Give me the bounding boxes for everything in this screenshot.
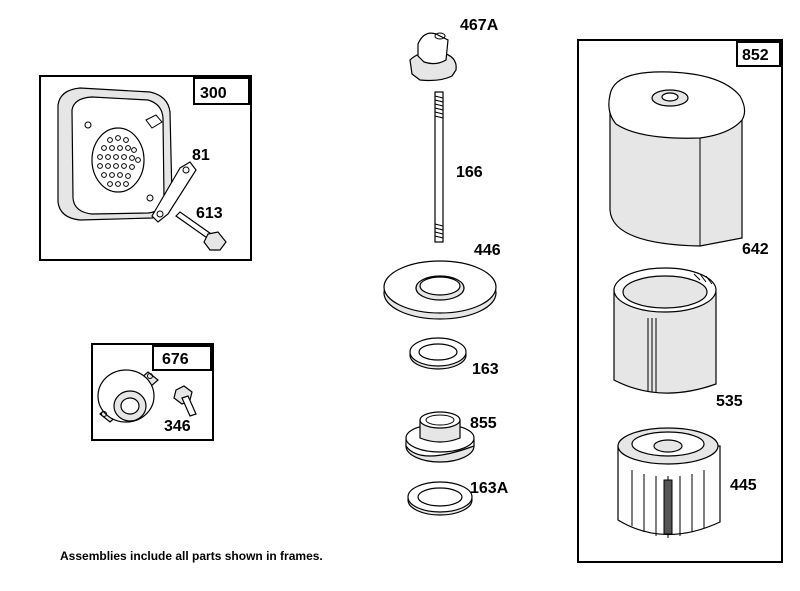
pre-cleaner-icon — [613, 267, 717, 394]
cartridge-icon — [617, 427, 721, 538]
knob-icon — [409, 32, 457, 82]
cartridge-number: 445 — [730, 477, 757, 494]
screw-muffler-number: 613 — [196, 205, 223, 222]
screw-cover-number: 346 — [164, 418, 191, 435]
base-plate-icon — [383, 260, 497, 320]
screw-muffler-icon — [175, 211, 227, 251]
air-cleaner-assembly-number: 852 — [742, 47, 769, 64]
cover-number: 642 — [742, 241, 769, 258]
seal-number: 163 — [472, 361, 499, 378]
muffler-holes — [97, 135, 141, 187]
stud-icon — [434, 91, 444, 243]
guard-bracket-number: 81 — [192, 147, 210, 164]
seal-lower-number: 163A — [470, 480, 509, 497]
adapter-icon — [405, 411, 475, 463]
muffler-icon — [57, 87, 173, 221]
knob-number: 467A — [460, 17, 499, 34]
muffler-assembly-frame: 300 81 — [39, 75, 252, 261]
adapter-number: 855 — [470, 415, 497, 432]
pre-cleaner-number: 535 — [716, 393, 743, 410]
air-cleaner-assembly-frame: 852 642 535 445 — [577, 39, 783, 563]
cover-assembly-number: 676 — [162, 351, 189, 368]
seal-icon — [409, 337, 467, 370]
cover-assembly-frame: 676 346 — [91, 343, 214, 441]
cover-icon — [608, 71, 746, 247]
muffler-assembly-number: 300 — [200, 85, 227, 102]
footer-note: Assemblies include all parts shown in fr… — [60, 549, 323, 563]
stud-number: 166 — [456, 164, 483, 181]
screw-cover-icon — [173, 385, 197, 417]
guard-bracket-icon — [151, 161, 197, 223]
seal-lower-icon — [407, 481, 473, 516]
cover-plate-icon — [97, 369, 159, 423]
base-plate-number: 446 — [474, 242, 501, 259]
